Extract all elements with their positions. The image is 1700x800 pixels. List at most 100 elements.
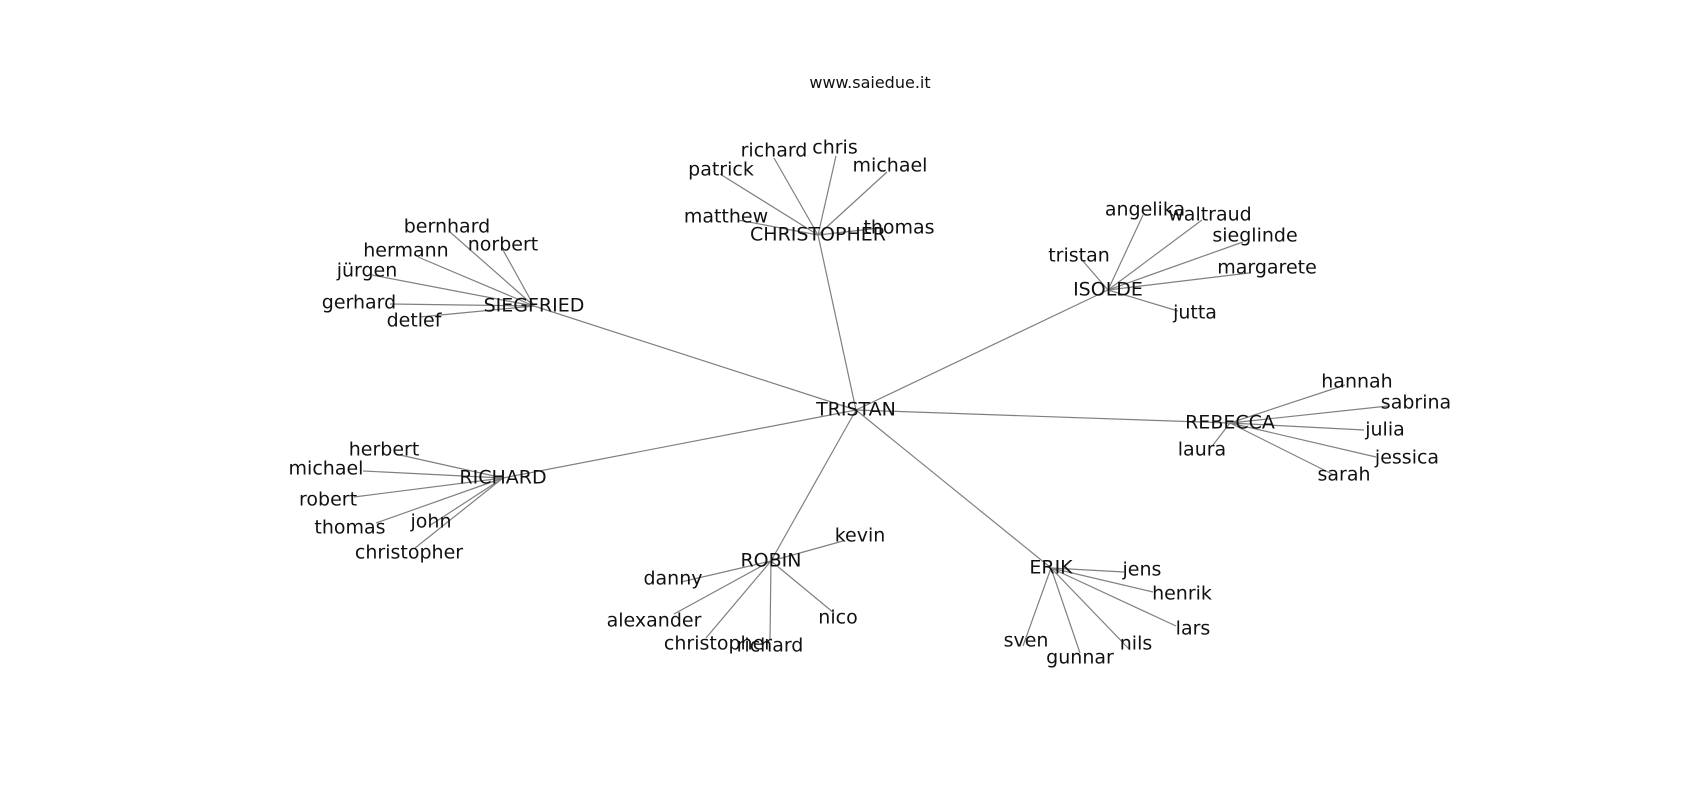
leaf-node-label: alexander <box>607 610 702 632</box>
edge-hub-to-leaf <box>1107 289 1179 312</box>
edge-hub-to-leaf <box>1050 567 1154 593</box>
edge-hub-to-leaf <box>417 256 535 307</box>
hub-node-label: CHRISTOPHER <box>750 224 886 246</box>
leaf-node-label: michael <box>853 155 928 177</box>
edge-hub-to-leaf <box>1107 214 1144 291</box>
hub-node-label: RICHARD <box>459 467 546 489</box>
leaf-node-label: tristan <box>1048 245 1110 267</box>
leaf-node-label: john <box>410 511 452 533</box>
leaf-node-label: kevin <box>835 525 886 547</box>
leaf-node-label: sabrina <box>1381 392 1451 414</box>
edge-hub-to-leaf <box>1107 272 1250 291</box>
leaf-node-label: angelika <box>1105 199 1185 221</box>
leaf-node-label: lars <box>1176 618 1211 640</box>
leaf-node-label: chris <box>812 137 857 159</box>
edge-hub-to-leaf <box>1229 422 1365 431</box>
edge-hub-to-leaf <box>1050 567 1125 573</box>
leaf-node-label: nils <box>1120 633 1153 655</box>
leaf-node-label: detlef <box>387 310 443 332</box>
edge-hub-to-leaf <box>389 303 535 307</box>
leaf-node-label: robert <box>299 489 357 511</box>
leaf-node-label: laura <box>1178 439 1226 461</box>
edge-hub-to-leaf <box>1229 384 1346 424</box>
edge-hub-to-leaf <box>419 305 535 318</box>
edge-hub-to-leaf <box>1212 422 1231 446</box>
edge-hub-to-leaf <box>449 231 535 307</box>
leaf-node-label: sven <box>1004 630 1049 652</box>
leaf-node-label: gunnar <box>1046 647 1114 669</box>
leaf-node-label: christopher <box>664 633 772 655</box>
leaf-node-label: jürgen <box>336 260 398 282</box>
edge-hub-to-leaf <box>414 477 504 549</box>
edge-root-to-hub <box>502 409 857 479</box>
leaf-node-label: waltraud <box>1168 204 1251 226</box>
leaf-node-label: norbert <box>468 234 539 256</box>
edge-root-to-hub <box>770 409 857 562</box>
edge-hub-to-leaf <box>773 157 819 236</box>
leaf-node-label: patrick <box>688 159 754 181</box>
leaf-node-label: herbert <box>349 439 420 461</box>
edge-hub-to-leaf <box>705 560 772 639</box>
edge-hub-to-leaf <box>1229 422 1335 476</box>
edge-root-to-hub <box>855 409 1231 424</box>
edge-root-to-hub <box>817 234 857 411</box>
root-node-label: TRISTAN <box>815 399 896 421</box>
leaf-node-label: sieglinde <box>1212 225 1297 247</box>
edge-hub-to-leaf <box>673 560 772 615</box>
leaf-node-label: hermann <box>363 240 448 262</box>
edge-hub-to-leaf <box>1050 567 1177 627</box>
edge-hub-to-leaf <box>1050 567 1081 654</box>
edge-hub-to-leaf <box>362 470 504 479</box>
edges-layer <box>353 155 1389 654</box>
edge-hub-to-leaf <box>1107 241 1244 291</box>
leaf-node-label: sarah <box>1317 464 1370 486</box>
edge-hub-to-leaf <box>680 560 772 583</box>
edge-hub-to-leaf <box>1022 567 1052 647</box>
edge-hub-to-leaf <box>817 171 888 236</box>
leaf-node-label: danny <box>643 568 702 590</box>
leaf-node-label: jessica <box>1374 447 1439 469</box>
leaf-node-label: gerhard <box>322 292 396 314</box>
leaf-node-label: thomas <box>314 517 385 539</box>
edge-root-to-hub <box>533 305 857 411</box>
leaf-node-label: nico <box>818 607 857 629</box>
leaf-node-label: richard <box>737 635 804 657</box>
leaf-node-label: bernhard <box>404 216 491 238</box>
site-title: www.saiedue.it <box>809 73 930 92</box>
leaf-node-label: julia <box>1364 419 1405 441</box>
leaf-node-label: jens <box>1122 559 1162 581</box>
edge-hub-to-leaf <box>1107 219 1203 291</box>
edge-hub-to-leaf <box>737 219 819 236</box>
edge-hub-to-leaf <box>428 477 504 527</box>
leaf-node-label: richard <box>741 140 808 162</box>
leaf-node-label: hannah <box>1321 371 1392 393</box>
leaf-node-label: christopher <box>355 542 463 564</box>
edge-hub-to-leaf <box>502 249 535 307</box>
edge-hub-to-leaf <box>770 560 835 614</box>
edge-root-to-hub <box>855 289 1109 411</box>
edge-hub-to-leaf <box>817 227 881 236</box>
edge-root-to-hub <box>855 409 1052 569</box>
edge-hub-to-leaf <box>769 560 772 641</box>
hub-node-label: REBECCA <box>1185 412 1275 434</box>
leaf-node-label: jutta <box>1172 302 1217 324</box>
edge-hub-to-leaf <box>817 155 837 236</box>
edge-hub-to-leaf <box>353 477 504 498</box>
edge-hub-to-leaf <box>1229 405 1389 424</box>
hub-node-label: ROBIN <box>740 550 801 572</box>
edge-hub-to-leaf <box>371 274 535 307</box>
leaf-node-label: henrik <box>1152 583 1212 605</box>
hub-node-label: ERIK <box>1029 557 1073 579</box>
edge-hub-to-leaf <box>375 477 504 524</box>
edge-hub-to-leaf <box>719 173 819 236</box>
hub-node-label: SIEGFRIED <box>484 295 585 317</box>
edge-hub-to-leaf <box>770 540 844 562</box>
edge-hub-to-leaf <box>1229 422 1377 458</box>
hub-node-label: ISOLDE <box>1073 279 1143 301</box>
leaf-node-label: michael <box>289 458 364 480</box>
leaf-node-label: margarete <box>1217 257 1317 279</box>
edge-hub-to-leaf <box>1081 259 1109 291</box>
edge-hub-to-leaf <box>399 454 504 479</box>
